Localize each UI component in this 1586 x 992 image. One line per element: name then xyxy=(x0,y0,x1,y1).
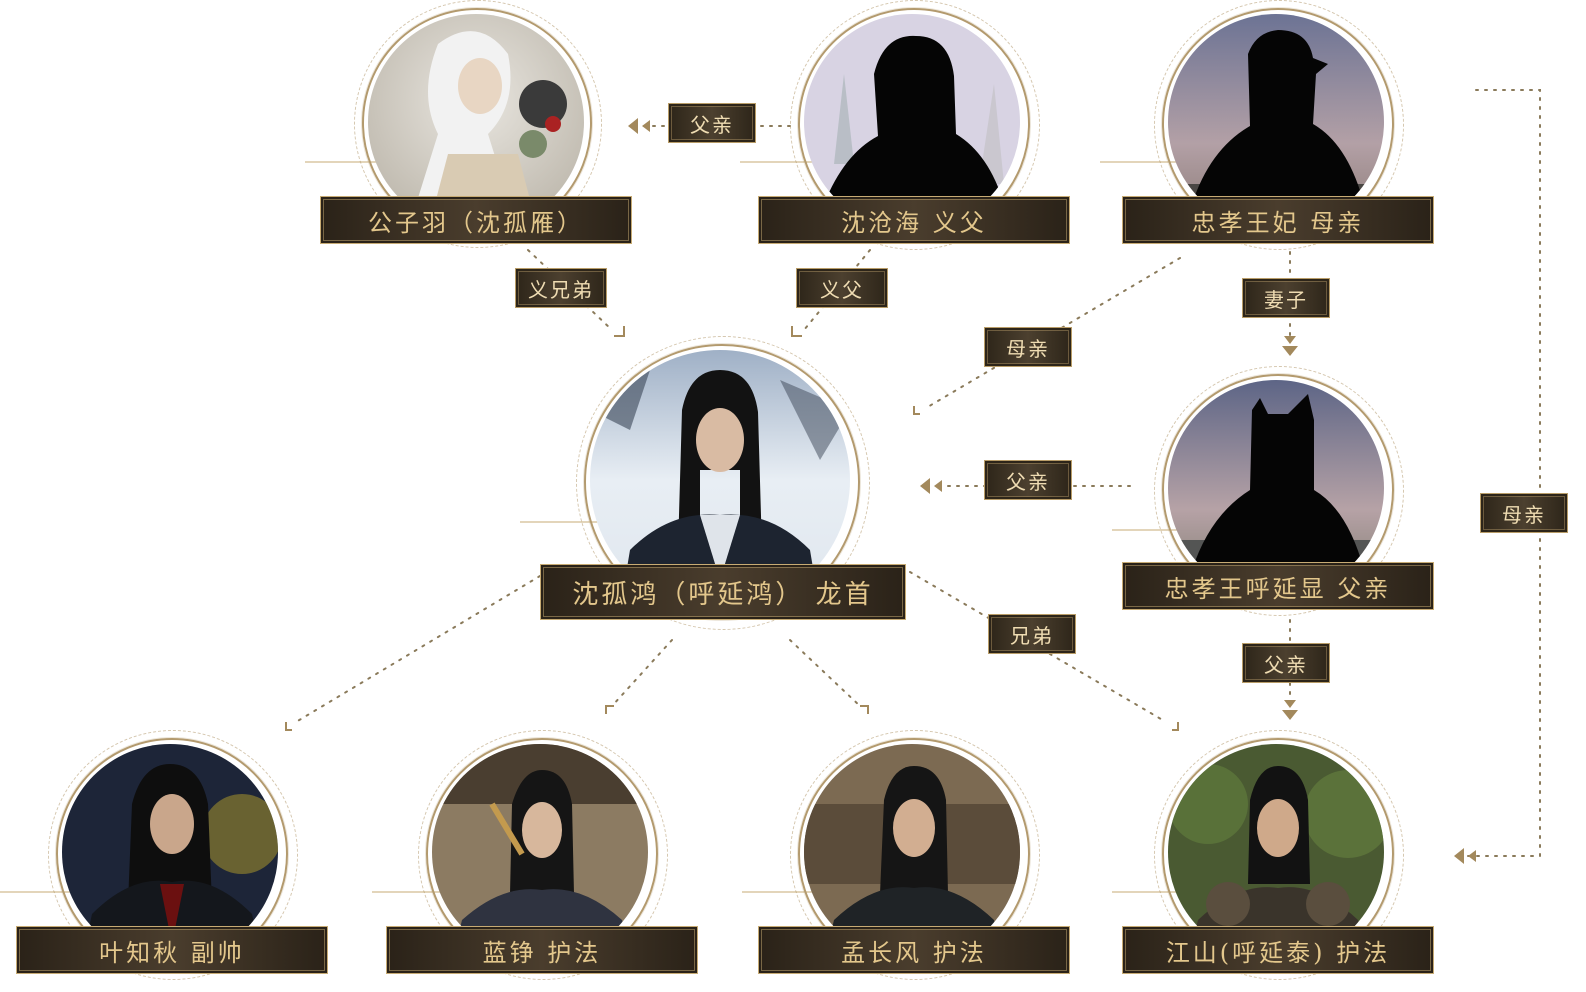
connector-sworn-brother xyxy=(527,249,613,331)
node-shencanghai[interactable]: 沈沧海 义父 xyxy=(756,0,1072,250)
diamond-arrow-icon xyxy=(1454,848,1476,864)
relation-label-brother: 兄弟 xyxy=(988,614,1076,654)
connector-mother-left xyxy=(925,257,1181,409)
connector-lan xyxy=(611,639,673,707)
connector-foster-father xyxy=(803,249,871,331)
relation-label-foster-father: 义父 xyxy=(796,268,888,308)
node-yezhiqiu[interactable]: 叶知秋 副帅 xyxy=(14,730,330,980)
node-lanzheng[interactable]: 蓝铮 护法 xyxy=(384,730,700,980)
corner-arrow-icon xyxy=(605,705,614,714)
node-mengchangfeng[interactable]: 孟长风 护法 xyxy=(756,730,1072,980)
node-jiangshan[interactable]: 江山(呼延泰) 护法 xyxy=(1120,730,1436,980)
relation-label-wife: 妻子 xyxy=(1242,278,1330,318)
nameplate-gongziyu: 公子羽（沈孤雁） xyxy=(320,196,632,244)
portrait-ring xyxy=(48,730,298,980)
relation-label-father-mid: 父亲 xyxy=(984,460,1072,500)
corner-arrow-icon xyxy=(860,705,869,714)
relation-label-father-top: 父亲 xyxy=(668,103,756,143)
relation-label-sworn-brother: 义兄弟 xyxy=(515,268,607,308)
node-zhongxiao-wang[interactable]: 忠孝王呼延显 父亲 xyxy=(1120,366,1436,616)
diamond-arrow-icon xyxy=(628,118,650,134)
portrait-ring xyxy=(1154,730,1404,980)
nameplate-jiangshan: 江山(呼延泰) 护法 xyxy=(1122,926,1434,974)
corner-arrow-icon xyxy=(1172,722,1179,731)
silhouette-icon xyxy=(804,14,1020,230)
nameplate-zhongxiao-wangfei: 忠孝王妃 母亲 xyxy=(1122,196,1434,244)
nameplate-zhongxiao-wang: 忠孝王呼延显 父亲 xyxy=(1122,562,1434,610)
portrait-ring xyxy=(1154,366,1404,616)
corner-arrow-icon xyxy=(285,722,292,731)
connector-meng xyxy=(789,639,861,707)
nameplate-mengchangfeng: 孟长风 护法 xyxy=(758,926,1070,974)
diamond-arrow-icon xyxy=(1282,700,1298,720)
nameplate-lanzheng: 蓝铮 护法 xyxy=(386,926,698,974)
corner-arrow-icon xyxy=(913,406,920,415)
nameplate-shencanghai: 沈沧海 义父 xyxy=(758,196,1070,244)
portrait-ring xyxy=(790,0,1040,250)
silhouette-icon xyxy=(1168,14,1384,230)
portrait-ring xyxy=(418,730,668,980)
connector-ye xyxy=(295,575,541,723)
portrait-ring xyxy=(576,336,870,630)
diamond-arrow-icon xyxy=(1282,336,1298,356)
diamond-arrow-icon xyxy=(920,478,942,494)
character-portrait-icon xyxy=(368,14,584,230)
relation-label-mother-left: 母亲 xyxy=(984,327,1072,367)
connector-mother-right xyxy=(1465,89,1541,857)
node-shenguhong[interactable]: 沈孤鸿（呼延鸿） 龙首 xyxy=(540,336,908,630)
corner-arrow-icon xyxy=(614,326,625,337)
node-gongziyu[interactable]: 公子羽（沈孤雁） xyxy=(318,0,634,250)
portrait-ring xyxy=(1154,0,1404,250)
corner-arrow-icon xyxy=(791,326,802,337)
relation-label-father-bottom: 父亲 xyxy=(1242,643,1330,683)
relation-label-mother-right: 母亲 xyxy=(1480,493,1568,533)
portrait-ring xyxy=(790,730,1040,980)
portrait-ring xyxy=(354,0,602,248)
nameplate-shenguhong: 沈孤鸿（呼延鸿） 龙首 xyxy=(540,564,906,620)
nameplate-yezhiqiu: 叶知秋 副帅 xyxy=(16,926,328,974)
node-zhongxiao-wangfei[interactable]: 忠孝王妃 母亲 xyxy=(1120,0,1436,250)
